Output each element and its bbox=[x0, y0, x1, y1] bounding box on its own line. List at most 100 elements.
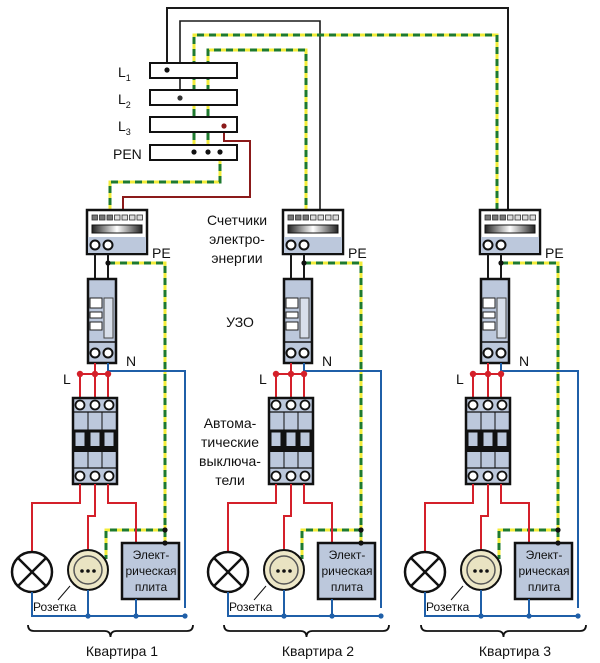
meter-display bbox=[287, 224, 339, 234]
pe-stove-terminal bbox=[162, 540, 168, 546]
rcd-indicator bbox=[482, 297, 496, 309]
rcd-lever bbox=[285, 321, 299, 331]
stove-label-line2: рическая bbox=[519, 564, 570, 578]
socket-leader bbox=[253, 585, 267, 601]
stove-label-line3: плита bbox=[331, 580, 364, 594]
n-label-2: N bbox=[322, 353, 332, 369]
meter-digit bbox=[317, 214, 324, 221]
meter-terminal-strip bbox=[284, 237, 342, 253]
neutral-junction bbox=[526, 613, 532, 619]
rcd-terminal bbox=[89, 347, 101, 359]
breaker-terminal-bottom bbox=[89, 470, 101, 482]
phase-junction bbox=[300, 370, 308, 378]
breaker-terminal-bottom bbox=[482, 470, 494, 482]
meter-digit bbox=[499, 214, 506, 221]
bus-label-pen: PEN bbox=[113, 146, 142, 162]
breaker-handle-bar bbox=[467, 446, 509, 452]
terminal-pen-a bbox=[191, 149, 197, 155]
breakers-caption-line3: выключа- bbox=[199, 453, 261, 469]
apartment-3 bbox=[403, 208, 587, 638]
breaker-toggle-2 bbox=[480, 429, 496, 450]
neutral-junction bbox=[281, 613, 287, 619]
wire-pen-to-meter-3-yellow bbox=[192, 33, 499, 210]
breaker-terminal-bottom bbox=[74, 470, 86, 482]
meter-display bbox=[484, 224, 536, 234]
pe-label-2: PE bbox=[348, 245, 367, 261]
rcd-terminal bbox=[482, 347, 494, 359]
wire-stove-phase bbox=[500, 484, 530, 543]
wire-socket-phase bbox=[283, 484, 292, 549]
terminal-l1 bbox=[164, 67, 170, 73]
socket-pin bbox=[80, 569, 84, 573]
meter-terminal-strip bbox=[88, 237, 146, 253]
meter-digit bbox=[129, 214, 136, 221]
socket-label-2: Розетка bbox=[229, 600, 273, 614]
rcd-window bbox=[103, 297, 114, 339]
phase-junction bbox=[287, 370, 295, 378]
meter-terminal-strip bbox=[481, 237, 539, 253]
meter-terminal bbox=[482, 239, 494, 251]
terminal-l3 bbox=[221, 123, 227, 129]
stove-label-line1: Элект- bbox=[329, 548, 366, 562]
meter-digit bbox=[332, 214, 339, 221]
stove-icon bbox=[513, 541, 574, 601]
rcd-terminal bbox=[298, 347, 310, 359]
stove-label-line2: рическая bbox=[126, 564, 177, 578]
neutral-junction bbox=[182, 613, 188, 619]
meter-digit bbox=[287, 214, 294, 221]
wire-neutral-3 bbox=[500, 363, 579, 608]
stove-label-line1: Элект- bbox=[133, 548, 170, 562]
l-label-2: L bbox=[259, 371, 267, 387]
breaker-terminal-bottom bbox=[103, 470, 115, 482]
meter-digit bbox=[121, 214, 128, 221]
breaker-terminal-top bbox=[496, 399, 508, 411]
terminal-pen-b bbox=[205, 149, 211, 155]
apartment-1 bbox=[10, 208, 194, 638]
rcd-indicator bbox=[89, 297, 103, 309]
meter-display bbox=[91, 224, 143, 234]
neutral-junction bbox=[575, 613, 581, 619]
socket-pin bbox=[92, 569, 96, 573]
phase-junction bbox=[469, 370, 477, 378]
pe-label-1: PE bbox=[152, 245, 171, 261]
breaker-toggle-2 bbox=[87, 429, 103, 450]
terminal-l2 bbox=[177, 95, 183, 101]
apartment-label-2: Квартира 2 bbox=[282, 643, 354, 659]
phase-junction bbox=[272, 370, 280, 378]
breaker-handle-bar bbox=[270, 446, 312, 452]
devices-layer: PENLРозеткаЭлект-рическаяплитаPENLРозетк… bbox=[10, 62, 587, 638]
wire-pe-socket-2-green bbox=[300, 528, 361, 559]
bus-bar-l2 bbox=[149, 89, 238, 106]
apartment-brace-3 bbox=[420, 624, 587, 638]
n-label-1: N bbox=[126, 353, 136, 369]
meters-caption-line1: Счетчики bbox=[207, 212, 267, 228]
rcd-terminal bbox=[102, 347, 114, 359]
neutral-junction bbox=[329, 613, 335, 619]
wire-neutral-2 bbox=[303, 363, 382, 608]
rcd-window bbox=[299, 297, 310, 339]
rcd-window bbox=[496, 297, 507, 339]
breaker-terminal-bottom bbox=[467, 470, 479, 482]
wire-socket-phase bbox=[480, 484, 489, 549]
apartment-brace-2 bbox=[223, 624, 390, 638]
stove-icon bbox=[120, 541, 181, 601]
meter-digit bbox=[106, 214, 113, 221]
lamp-cross bbox=[213, 557, 243, 587]
pe-junction bbox=[358, 527, 364, 533]
breaker-terminal-bottom bbox=[285, 470, 297, 482]
wire-pe-2-green bbox=[304, 261, 363, 530]
breaker-toggle-3 bbox=[297, 429, 313, 450]
bus-label-l1: L1 bbox=[118, 64, 131, 83]
pe-stove-terminal bbox=[555, 540, 561, 546]
annotations: Счетчики электро- энергии УЗО Автома- ти… bbox=[199, 212, 267, 488]
socket-pin bbox=[288, 569, 292, 573]
meter-digit bbox=[295, 214, 302, 221]
wire-stove-phase bbox=[303, 484, 333, 543]
terminal-pen-c bbox=[217, 149, 223, 155]
l-label-1: L bbox=[63, 371, 71, 387]
socket-pin bbox=[485, 569, 489, 573]
meter-terminal bbox=[285, 239, 297, 251]
socket-leader bbox=[57, 585, 71, 601]
